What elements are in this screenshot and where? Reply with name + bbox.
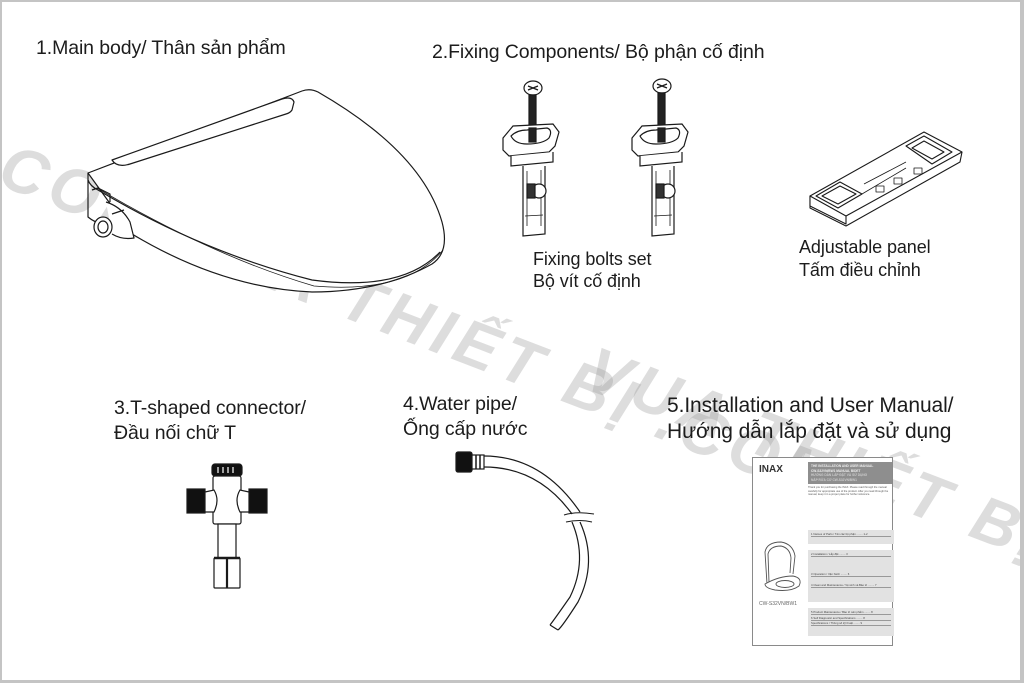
water-pipe-drawing xyxy=(455,451,595,631)
manual-header-line-3: HƯỚNG DẪN LẮP ĐẶT VÀ SỬ DỤNG xyxy=(811,473,868,477)
main-body-drawing xyxy=(87,89,445,293)
adjustable-panel-label-en: Adjustable panel xyxy=(799,237,931,257)
adjustable-panel-label-vi: Tấm điều chỉnh xyxy=(799,260,921,280)
manual-header-box: THE INSTALLATION AND USER MANUAL CW-S32V… xyxy=(808,462,892,484)
water-pipe-title-en: 4.Water pipe/ xyxy=(403,393,517,415)
fixing-bolts-label-vi: Bộ vít cố định xyxy=(533,271,641,291)
manual-toc-item: 6 Self Diagnostic and Specifications ...… xyxy=(811,616,891,621)
manual-toc-box-1: 1 Names of Parts / Tên các bộ phận .....… xyxy=(808,530,894,544)
water-pipe-title-vi: Ống cấp nước xyxy=(403,418,528,440)
manual-header-line-1: THE INSTALLATION AND USER MANUAL xyxy=(811,464,874,468)
manual-title-vi: Hướng dẫn lắp đặt và sử dụng xyxy=(667,420,952,443)
t-connector-drawing xyxy=(186,463,268,589)
manual-intro-text: Thank you for purchasing the INAX. Pleas… xyxy=(808,486,889,497)
main-body-title: 1.Main body/ Thân sản phẩm xyxy=(36,37,286,59)
manual-toc-item: 3 Operation / Vận hành ........ 6 xyxy=(811,572,891,577)
manual-seat-illustration xyxy=(764,541,801,591)
manual-toc-item: 1 Names of Parts / Tên các bộ phận .....… xyxy=(811,532,891,537)
manual-toc-item: 4 Clean and Maintenance / Vệ sinh và Bảo… xyxy=(811,583,891,588)
user-manual-cover: INAX THE INSTALLATION AND USER MANUAL CW… xyxy=(752,457,894,646)
manual-toc-item: 5 Product Maintenance / Bảo trì sản phẩm… xyxy=(811,610,891,615)
manual-model-number: CW-S32VN/BW1 xyxy=(759,601,797,607)
manual-header-line-2: CW-S32VN/BW1 MANUAL BIDET xyxy=(811,468,861,473)
manual-toc-item: 2 Installation / Lắp đặt ........ 3 xyxy=(811,552,891,557)
manual-title-en: 5.Installation and User Manual/ xyxy=(667,394,954,417)
fixing-bolt-1-drawing xyxy=(502,80,560,237)
inax-logo: INAX xyxy=(759,464,783,475)
manual-header-line-4: NẮP RỬA CƠ CW-S32VN/BW1 xyxy=(811,477,857,482)
manual-toc-item: Specifications / Thông số kỹ thuật .....… xyxy=(811,621,891,626)
adjustable-panel-drawing xyxy=(809,131,963,227)
manual-toc-box-3: 5 Product Maintenance / Bảo trì sản phẩm… xyxy=(808,608,894,636)
manual-toc-box-2: 2 Installation / Lắp đặt ........ 3 3 Op… xyxy=(808,550,894,602)
fixing-bolt-2-drawing xyxy=(631,78,689,237)
fixing-components-title: 2.Fixing Components/ Bộ phận cố định xyxy=(432,41,765,63)
fixing-bolts-label-en: Fixing bolts set xyxy=(533,249,652,269)
t-connector-title-en: 3.T-shaped connector/ xyxy=(114,397,306,419)
t-connector-title-vi: Đầu nối chữ T xyxy=(114,422,236,444)
